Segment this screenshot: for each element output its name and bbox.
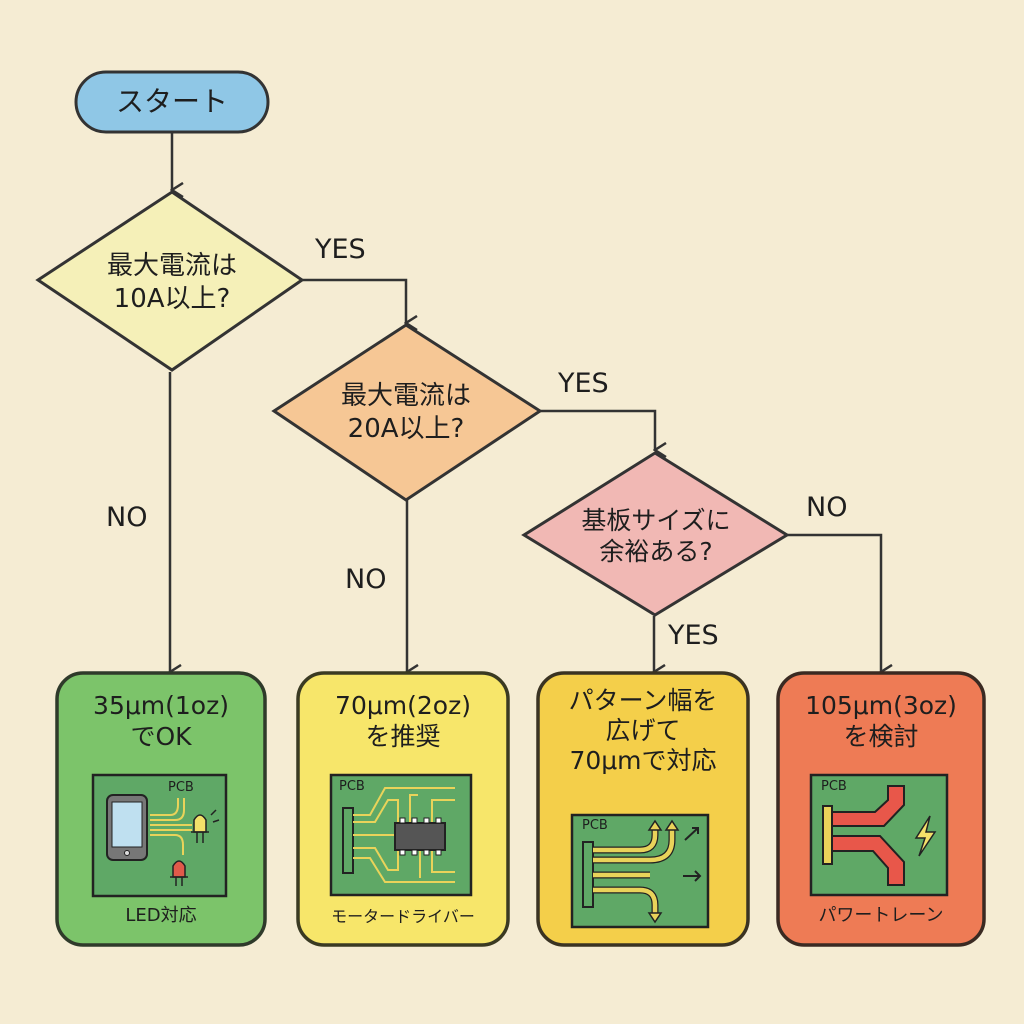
- phone-led-icon: [91, 773, 228, 898]
- decision-d2-line-2: 20A以上?: [347, 413, 465, 444]
- decision-d2: [271, 323, 543, 502]
- decision-d3: [521, 451, 790, 617]
- result-2oz-caption: モータードライバー: [331, 907, 475, 926]
- result-1oz-caption: LED対応: [125, 905, 197, 926]
- result-wide-trace-line-1: パターン幅を: [568, 686, 718, 715]
- decision-d3-text: 基板サイズに 余裕ある?: [548, 505, 764, 568]
- result-wide-trace-title: パターン幅を 広げて 70μmで対応: [538, 686, 748, 776]
- wide-trace-icon: [570, 813, 710, 929]
- decision-d1-line-1: 最大電流は: [106, 251, 237, 281]
- arrow-diagonal-icon: [684, 827, 699, 841]
- result-wide-trace-line-3: 70μmで対応: [569, 746, 717, 775]
- result-1oz-line-2: でOK: [130, 722, 192, 752]
- result-2oz-title: 70μm(2oz) を推奨: [298, 690, 508, 753]
- yellow-led-icon: [193, 814, 207, 833]
- decision-d1-line-2: 10A以上?: [113, 283, 231, 314]
- result-2oz-line-2: を推奨: [365, 722, 441, 752]
- decision-d1: [35, 190, 305, 372]
- start-label: スタート: [115, 85, 228, 118]
- lightning-icon: [914, 815, 937, 857]
- pcb-label-3: PCB: [582, 818, 608, 833]
- edge-label-d3-no: NO: [806, 492, 848, 523]
- result-wide-trace-line-2: 広げて: [605, 716, 681, 745]
- decision-d2-text: 最大電流は 20A以上?: [296, 380, 516, 445]
- edge-d1-yes: [302, 278, 406, 323]
- edge-d3-no: [787, 533, 881, 672]
- red-led-icon: [172, 860, 186, 878]
- result-3oz-caption: パワートレーン: [818, 905, 944, 926]
- edge-label-d1-yes: YES: [315, 234, 366, 265]
- pcb-label-4: PCB: [821, 779, 847, 794]
- decision-d3-line-1: 基板サイズに: [581, 506, 731, 535]
- result-1oz-line-1: 35μm(1oz): [93, 691, 229, 720]
- pcb-label-1: PCB: [168, 780, 194, 795]
- power-trace-icon: [809, 773, 949, 897]
- decision-d1-text: 最大電流は 10A以上?: [60, 250, 284, 315]
- ic-chip-icon: [329, 773, 473, 897]
- result-2oz-line-1: 70μm(2oz): [335, 691, 471, 720]
- result-3oz-line-2: を検討: [843, 722, 919, 752]
- edge-label-d3-yes: YES: [668, 620, 719, 651]
- pcb-label-2: PCB: [339, 779, 365, 794]
- result-1oz-title: 35μm(1oz) でOK: [57, 690, 265, 753]
- arrow-right-icon: [683, 870, 702, 882]
- edge-label-d2-yes: YES: [558, 368, 609, 399]
- decision-d3-line-2: 余裕ある?: [599, 537, 713, 567]
- edge-d2-yes: [540, 409, 655, 450]
- result-3oz-line-1: 105μm(3oz): [805, 691, 957, 720]
- edge-label-d1-no: NO: [106, 502, 148, 533]
- edge-label-d2-no: NO: [345, 564, 387, 595]
- decision-d2-line-1: 最大電流は: [340, 381, 471, 411]
- result-3oz-title: 105μm(3oz) を検討: [778, 690, 984, 753]
